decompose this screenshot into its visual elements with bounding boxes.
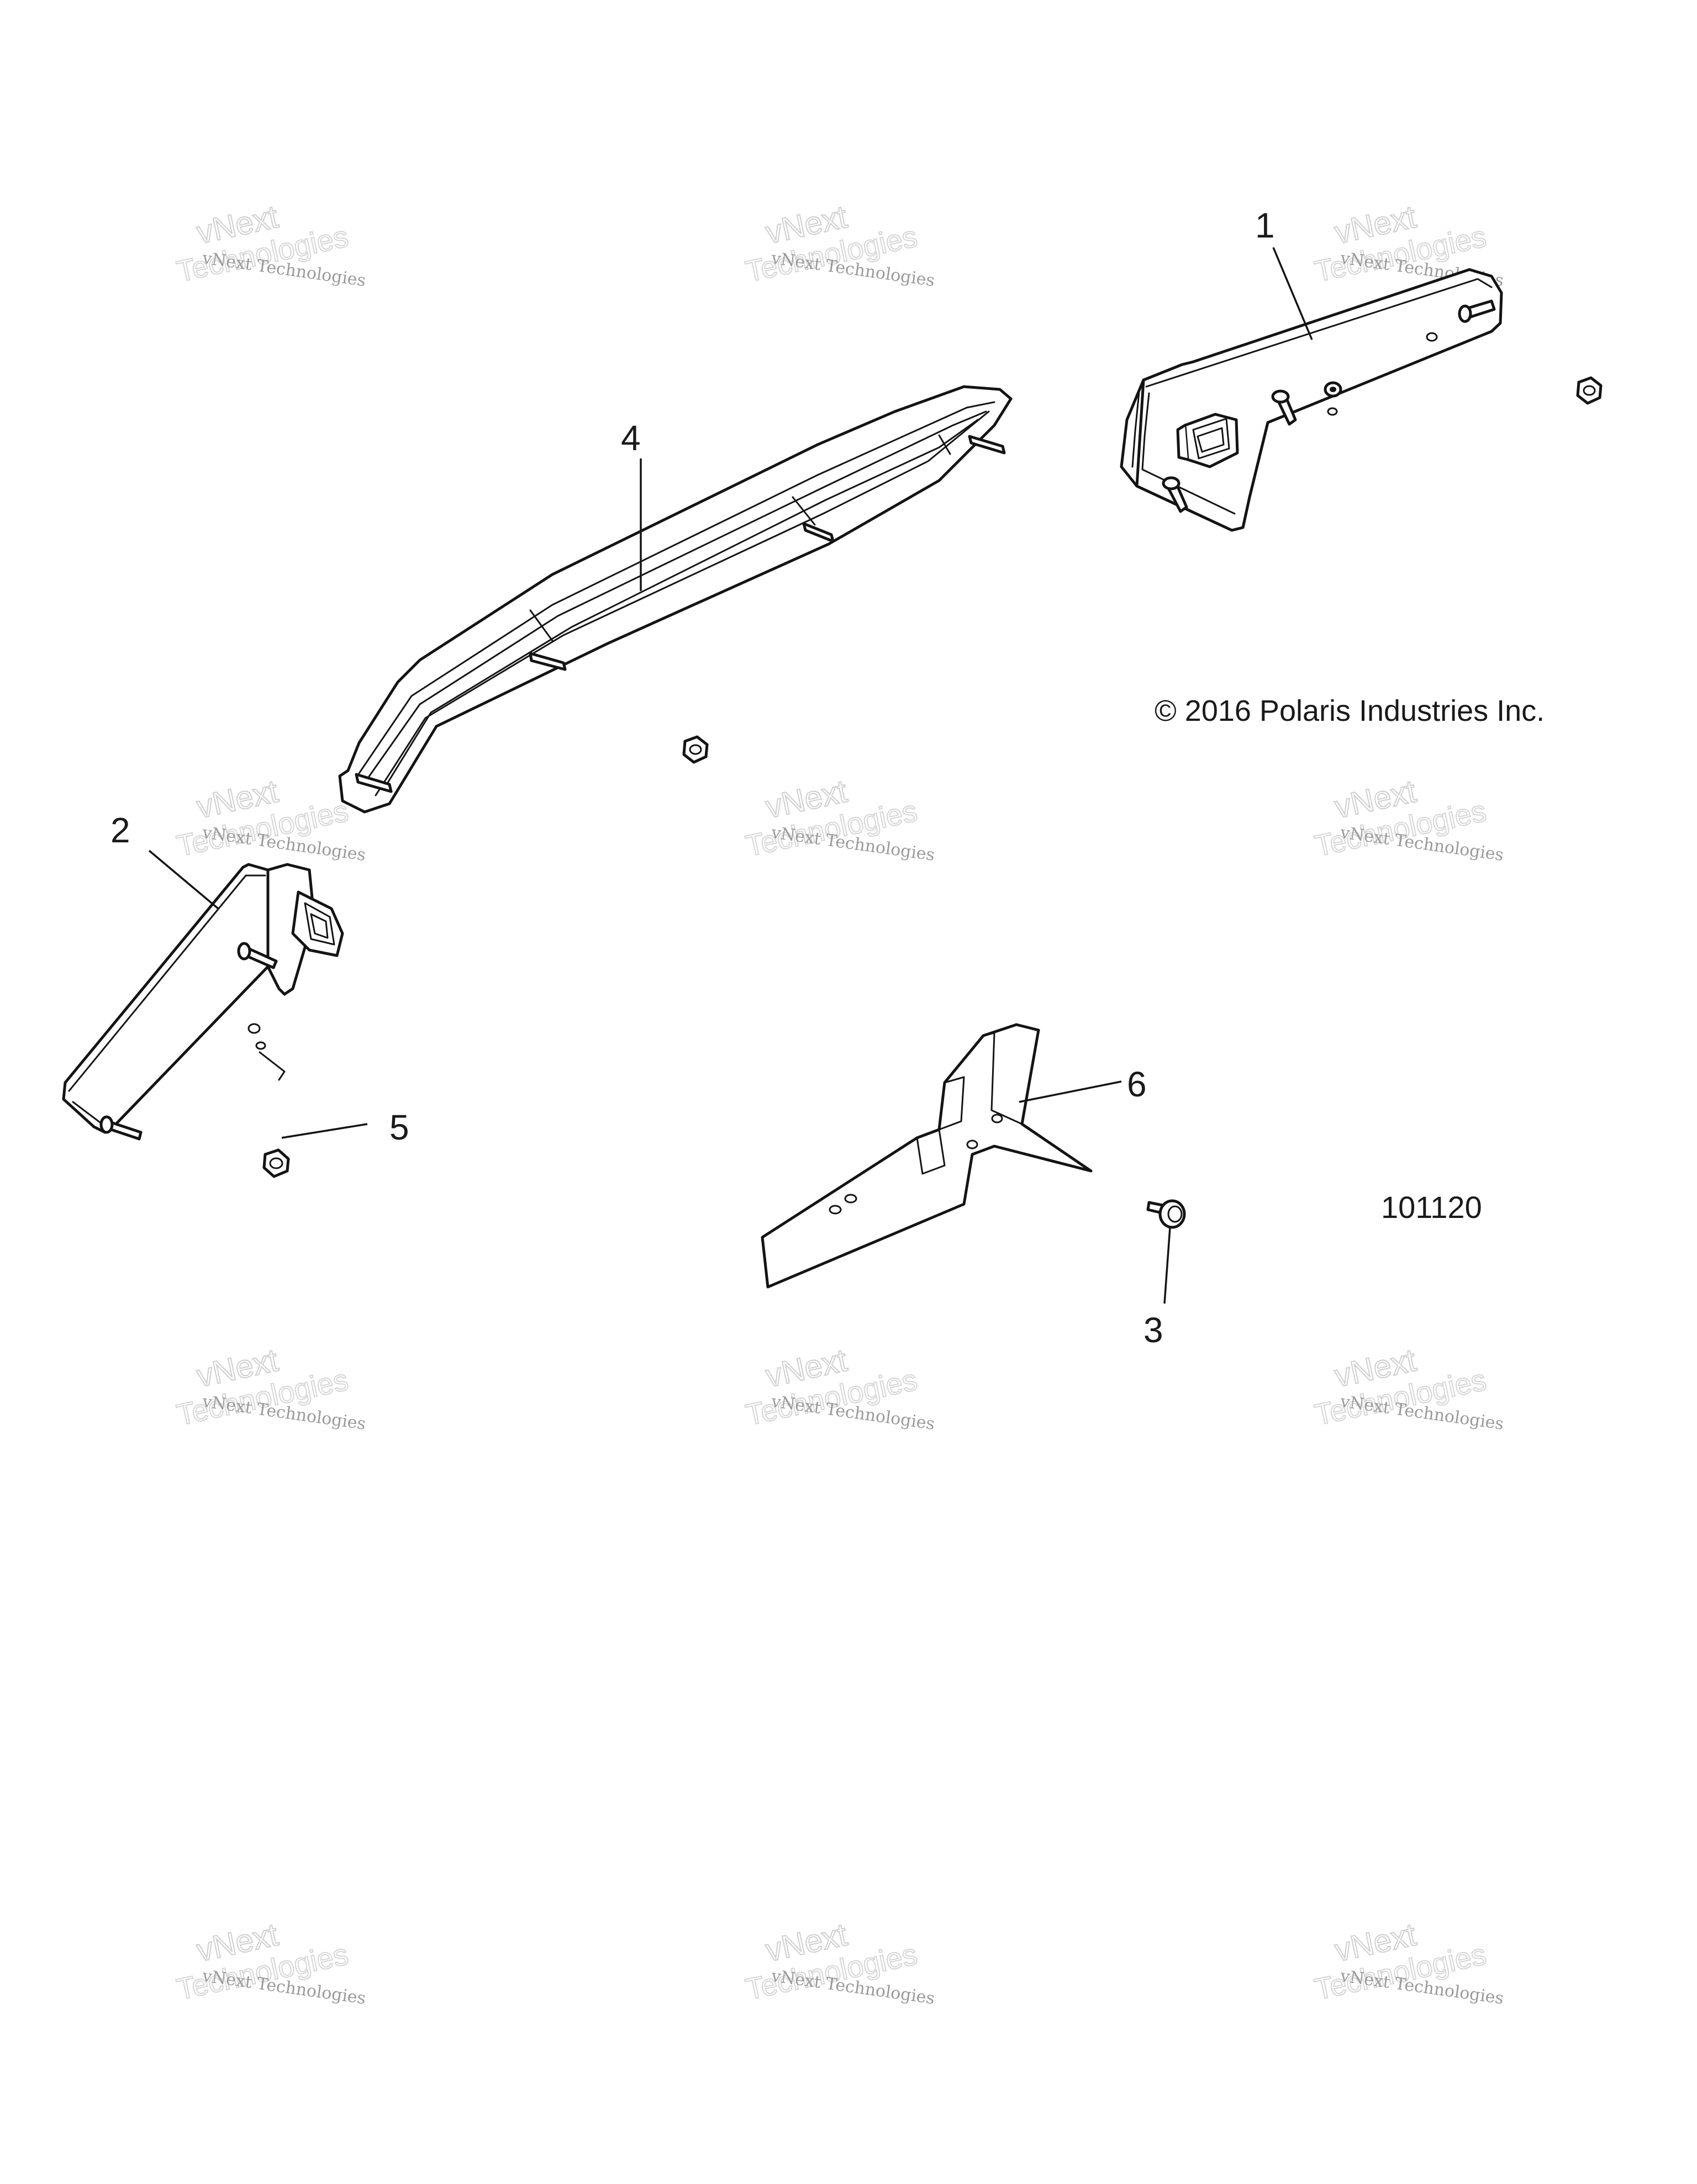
bracket-tab: [938, 1076, 965, 1131]
bracket-slot: [916, 1128, 946, 1175]
light-bar-body: [338, 385, 1013, 814]
nut-hole: [689, 744, 702, 755]
connector-face: [1192, 418, 1230, 460]
bracket-hole: [991, 1114, 1003, 1123]
connector: [1176, 413, 1239, 468]
connector-collar: [1176, 424, 1189, 461]
leader-line-1: [1272, 247, 1313, 340]
light-bar-ribs: [529, 434, 951, 642]
taillight-body: [1135, 268, 1503, 532]
light-bar-inner: [366, 410, 987, 780]
connector-pins: [1197, 427, 1225, 453]
stud-head: [1271, 389, 1290, 404]
light-bar-inner: [386, 419, 979, 785]
light-bar-rim: [358, 401, 995, 774]
part-5-flange-nut: [262, 1148, 290, 1178]
connector-pins: [310, 913, 329, 939]
connector: [291, 890, 344, 957]
nut-body: [682, 735, 709, 764]
callouts: 1 2 3 4 5 6: [110, 205, 1275, 1350]
watermark: vNext Technologies vNext Technologies: [173, 1342, 367, 1434]
leader-line-2: [148, 850, 219, 910]
mount-hole: [247, 1023, 261, 1034]
stud: [529, 652, 567, 671]
body-edge: [1131, 391, 1140, 468]
part-4-light-bar: [338, 385, 1013, 814]
watermark: vNext Technologies vNext Technologies: [742, 1342, 936, 1434]
watermark: vNext Technologies vNext Technologies: [742, 1916, 936, 2008]
callout-3: 3: [1143, 1310, 1163, 1350]
body-edge: [1145, 278, 1493, 388]
taillight-body: [62, 863, 270, 1134]
callout-1: 1: [1255, 205, 1275, 245]
callout-6: 6: [1127, 1064, 1147, 1104]
callout-2: 2: [110, 810, 130, 850]
watermark: vNext Technologies vNext Technologies: [173, 198, 367, 291]
leader-lines: [148, 247, 1313, 1304]
watermark: vNext Technologies vNext Technologies: [1311, 773, 1505, 865]
nut-body: [1576, 376, 1603, 405]
light-bar-rim: [375, 410, 990, 796]
stud: [1458, 299, 1496, 323]
callout-5: 5: [389, 1107, 409, 1147]
stud: [968, 435, 1006, 455]
watermark: vNext Technologies vNext Technologies: [742, 198, 936, 291]
bracket-hole: [966, 1140, 978, 1149]
stud: [1271, 389, 1297, 426]
copyright-notice: © 2016 Polaris Industries Inc.: [1155, 694, 1545, 727]
watermark: vNext Technologies vNext Technologies: [742, 773, 936, 865]
watermark: vNext Technologies vNext Technologies: [1311, 1342, 1505, 1434]
watermark: vNext Technologies vNext Technologies: [173, 773, 367, 865]
flange-nut: [1576, 376, 1603, 405]
figure-number: 101120: [1381, 1190, 1482, 1225]
stud-head: [1162, 476, 1180, 490]
watermark: vNext Technologies vNext Technologies: [173, 1916, 367, 2008]
part-6-bracket: [761, 1023, 1093, 1289]
mount-hole: [255, 1041, 266, 1050]
stud: [99, 1115, 143, 1141]
stud: [355, 773, 393, 793]
part-1-taillight-right: [1120, 268, 1603, 532]
body-notch: [259, 1051, 286, 1081]
stud-head: [99, 1115, 114, 1134]
mount-hole: [1327, 407, 1338, 416]
body-edge: [1141, 392, 1236, 515]
mount-hole: [1426, 332, 1438, 342]
leader-line-5: [281, 1123, 368, 1139]
stud: [237, 942, 278, 969]
body-edge: [72, 1101, 103, 1125]
connector-face: [304, 902, 335, 946]
part-3-screw: [1146, 1199, 1186, 1229]
watermark: vNext Technologies vNext Technologies: [1311, 1916, 1505, 2008]
part-2-taillight-left: [62, 863, 344, 1141]
screw-recess: [1167, 1205, 1183, 1223]
stud-head: [1458, 304, 1472, 323]
body-edge: [68, 874, 266, 1092]
leader-line-6: [1019, 1080, 1122, 1103]
mount-hole-center: [1330, 387, 1336, 392]
bracket-fold: [982, 1032, 1023, 1125]
nut-hole: [1583, 385, 1596, 396]
stud-head: [237, 942, 251, 961]
stud: [802, 522, 835, 543]
nut-hole: [269, 1157, 283, 1169]
bracket-hole: [829, 1205, 842, 1215]
bracket-hole: [844, 1194, 857, 1204]
nut-body: [262, 1148, 290, 1178]
flange-nut: [682, 735, 709, 764]
stud: [1162, 476, 1188, 513]
screw-head: [1158, 1199, 1186, 1229]
leader-line-3: [1163, 1227, 1171, 1304]
bracket-plate: [761, 1023, 1093, 1289]
callout-4: 4: [621, 418, 641, 458]
